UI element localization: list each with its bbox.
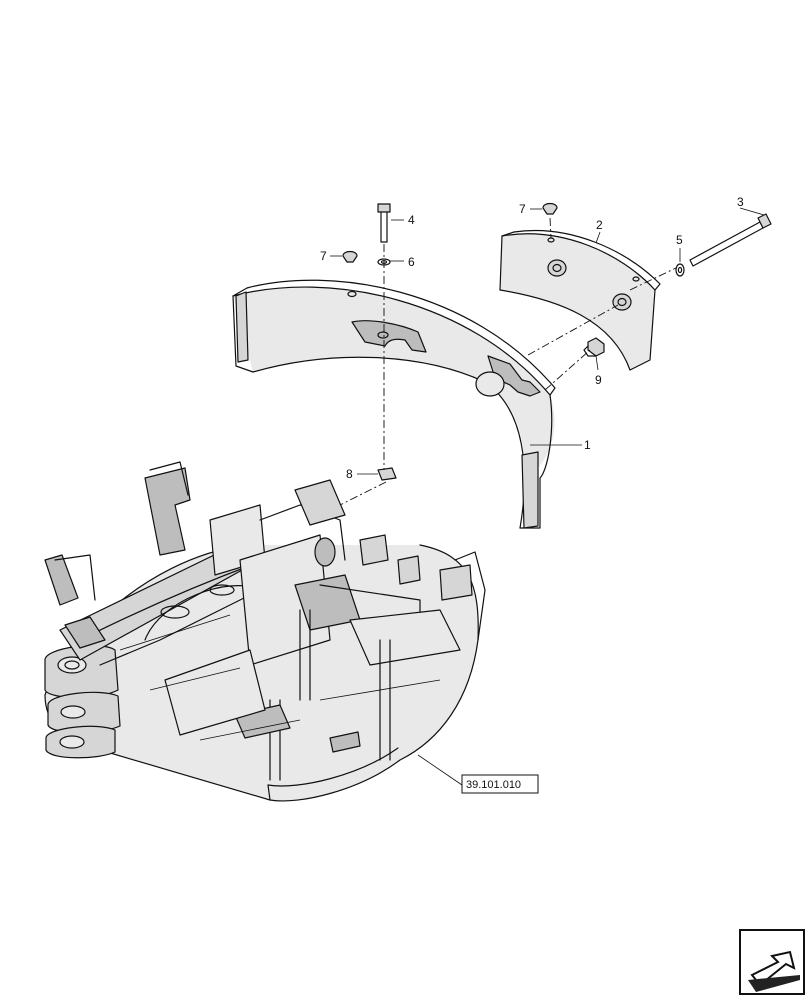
bolt-part-4 bbox=[377, 203, 391, 243]
callout-3: 3 bbox=[737, 195, 744, 209]
plate-part-8 bbox=[377, 467, 397, 481]
reference-link-box[interactable]: 39.101.010 bbox=[461, 774, 539, 794]
bolt-part-3 bbox=[689, 213, 772, 267]
fitting-part-9 bbox=[583, 337, 605, 357]
callout-8: 8 bbox=[346, 467, 353, 481]
callout-6: 6 bbox=[408, 255, 415, 269]
reference-label: 39.101.010 bbox=[466, 779, 521, 791]
callout-7-right: 7 bbox=[519, 202, 526, 216]
counterweight-part-1 bbox=[232, 279, 556, 529]
arrow-back-icon[interactable] bbox=[739, 929, 805, 995]
upper-frame bbox=[44, 461, 486, 802]
callout-4: 4 bbox=[408, 213, 415, 227]
washer-part-5 bbox=[675, 263, 685, 277]
counterweight-part-2 bbox=[499, 230, 661, 371]
callout-1: 1 bbox=[584, 438, 591, 452]
plug-part-7-right bbox=[542, 202, 558, 215]
callout-9: 9 bbox=[595, 373, 602, 387]
callouts: 1 2 3 4 5 6 7 7 8 9 bbox=[320, 195, 744, 481]
callout-2: 2 bbox=[596, 218, 603, 232]
plug-part-7-left bbox=[342, 250, 358, 263]
leader-lines bbox=[330, 207, 765, 786]
callout-7-left: 7 bbox=[320, 249, 327, 263]
callout-5: 5 bbox=[676, 233, 683, 247]
